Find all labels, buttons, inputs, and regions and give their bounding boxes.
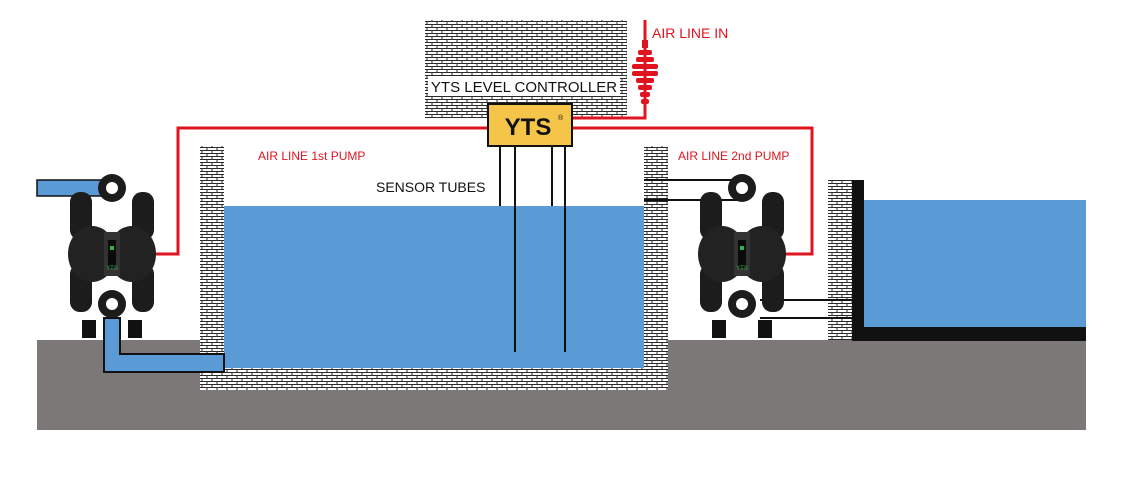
air-line-2nd-pump-label: AIR LINE 2nd PUMP (678, 149, 789, 163)
right-tank-black-floor (852, 327, 1086, 341)
coil-icon (632, 40, 658, 104)
right-tank-water (864, 200, 1086, 327)
right-tank-wall (828, 180, 852, 340)
tank-floor (200, 368, 668, 390)
tank-wall-left (200, 146, 224, 390)
sensor-tubes (499, 146, 566, 352)
right-tank-black-wall (852, 180, 864, 340)
air-line-in-label: AIR LINE IN (652, 25, 728, 41)
controller-brick-wall (425, 20, 627, 118)
controller-logo-mark: ® (558, 114, 564, 122)
ground-mid (200, 390, 668, 430)
suction-pipe-left (103, 317, 225, 373)
controller-logo: YTS (505, 114, 552, 141)
air-line-1st-pump-label: AIR LINE 1st PUMP (258, 149, 365, 163)
tank-wall-right (644, 146, 668, 390)
controller-label-bg (428, 76, 620, 96)
diaphragm-pump-icon (698, 174, 786, 338)
controller-box (487, 103, 573, 147)
ground-right (668, 340, 1086, 430)
diaphragm-pump-icon (68, 174, 156, 338)
tank-water (224, 206, 644, 368)
controller-label: YTS LEVEL CONTROLLER (431, 79, 617, 96)
pump-1-badge: YTS (106, 266, 118, 272)
sensor-tubes-label: SENSOR TUBES (376, 179, 485, 195)
suction-pipe-right (644, 179, 742, 201)
pump-2-badge: YTS (736, 266, 748, 272)
